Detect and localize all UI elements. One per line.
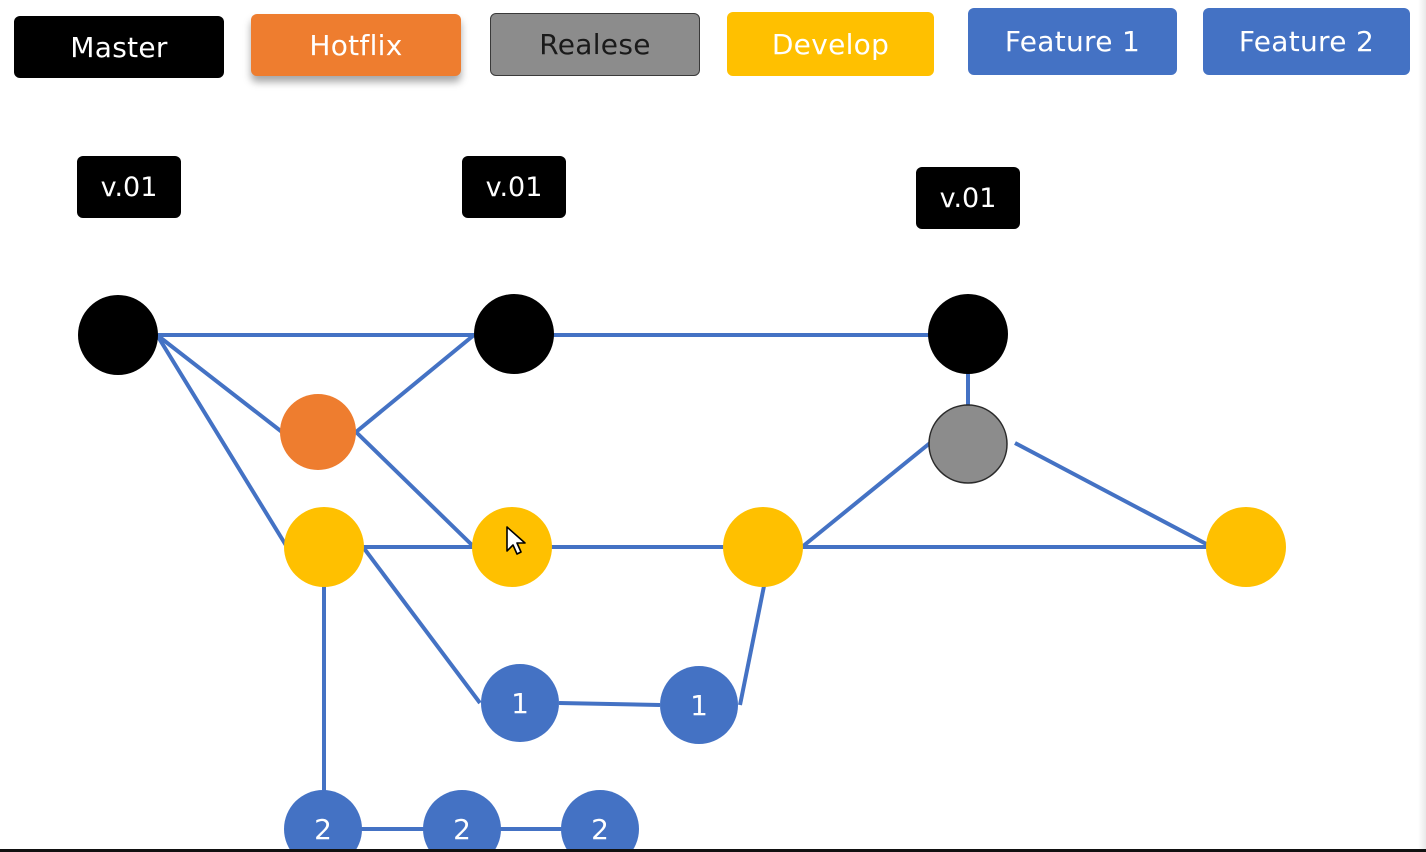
edge-hotfix-develop-2 <box>354 430 476 549</box>
feature-1-commit-label: 1 <box>511 687 529 720</box>
edge-master-1-develop-1 <box>155 333 289 549</box>
master-commit-node <box>78 295 158 375</box>
mouse-pointer-icon <box>506 526 526 555</box>
feature-1-commit-node <box>660 666 738 744</box>
master-commit-node <box>928 294 1008 374</box>
edge-feature-1-feature-1 <box>558 701 661 707</box>
feature-2-commit-node <box>561 790 639 852</box>
feature-1-commit-node <box>481 664 559 742</box>
master-commit-node <box>474 294 554 374</box>
bottom-border <box>0 849 1426 852</box>
develop-commit-node <box>723 507 803 587</box>
version-tag: v.01 <box>462 156 566 218</box>
version-tag-label: v.01 <box>485 171 543 203</box>
edge-develop-1-feature-1 <box>361 545 482 705</box>
version-tag-label: v.01 <box>939 182 997 214</box>
version-tag: v.01 <box>77 156 181 218</box>
right-edge-shadow <box>1418 0 1426 852</box>
edge-feature-1-develop-3 <box>738 585 766 706</box>
develop-commit-node <box>284 507 364 587</box>
feature-2-commit-label: 2 <box>453 813 471 846</box>
hotfix-commit-node <box>280 394 356 470</box>
feature-2-commit-node <box>423 790 501 852</box>
feature-2-commit-label: 2 <box>314 813 332 846</box>
feature-2-commit-node <box>284 790 362 852</box>
develop-commit-node <box>1206 507 1286 587</box>
edge-release-develop-4 <box>1014 441 1213 549</box>
version-tag-label: v.01 <box>100 171 158 203</box>
release-commit-node <box>928 404 1008 484</box>
edge-master-1-hotfix <box>155 333 284 434</box>
edges <box>155 333 1213 831</box>
feature-1-commit-label: 1 <box>690 689 708 722</box>
version-tag: v.01 <box>916 167 1020 229</box>
edge-hotfix-master-2 <box>354 333 476 434</box>
feature-2-commit-label: 2 <box>591 813 609 846</box>
edge-develop-3-release <box>800 441 932 549</box>
